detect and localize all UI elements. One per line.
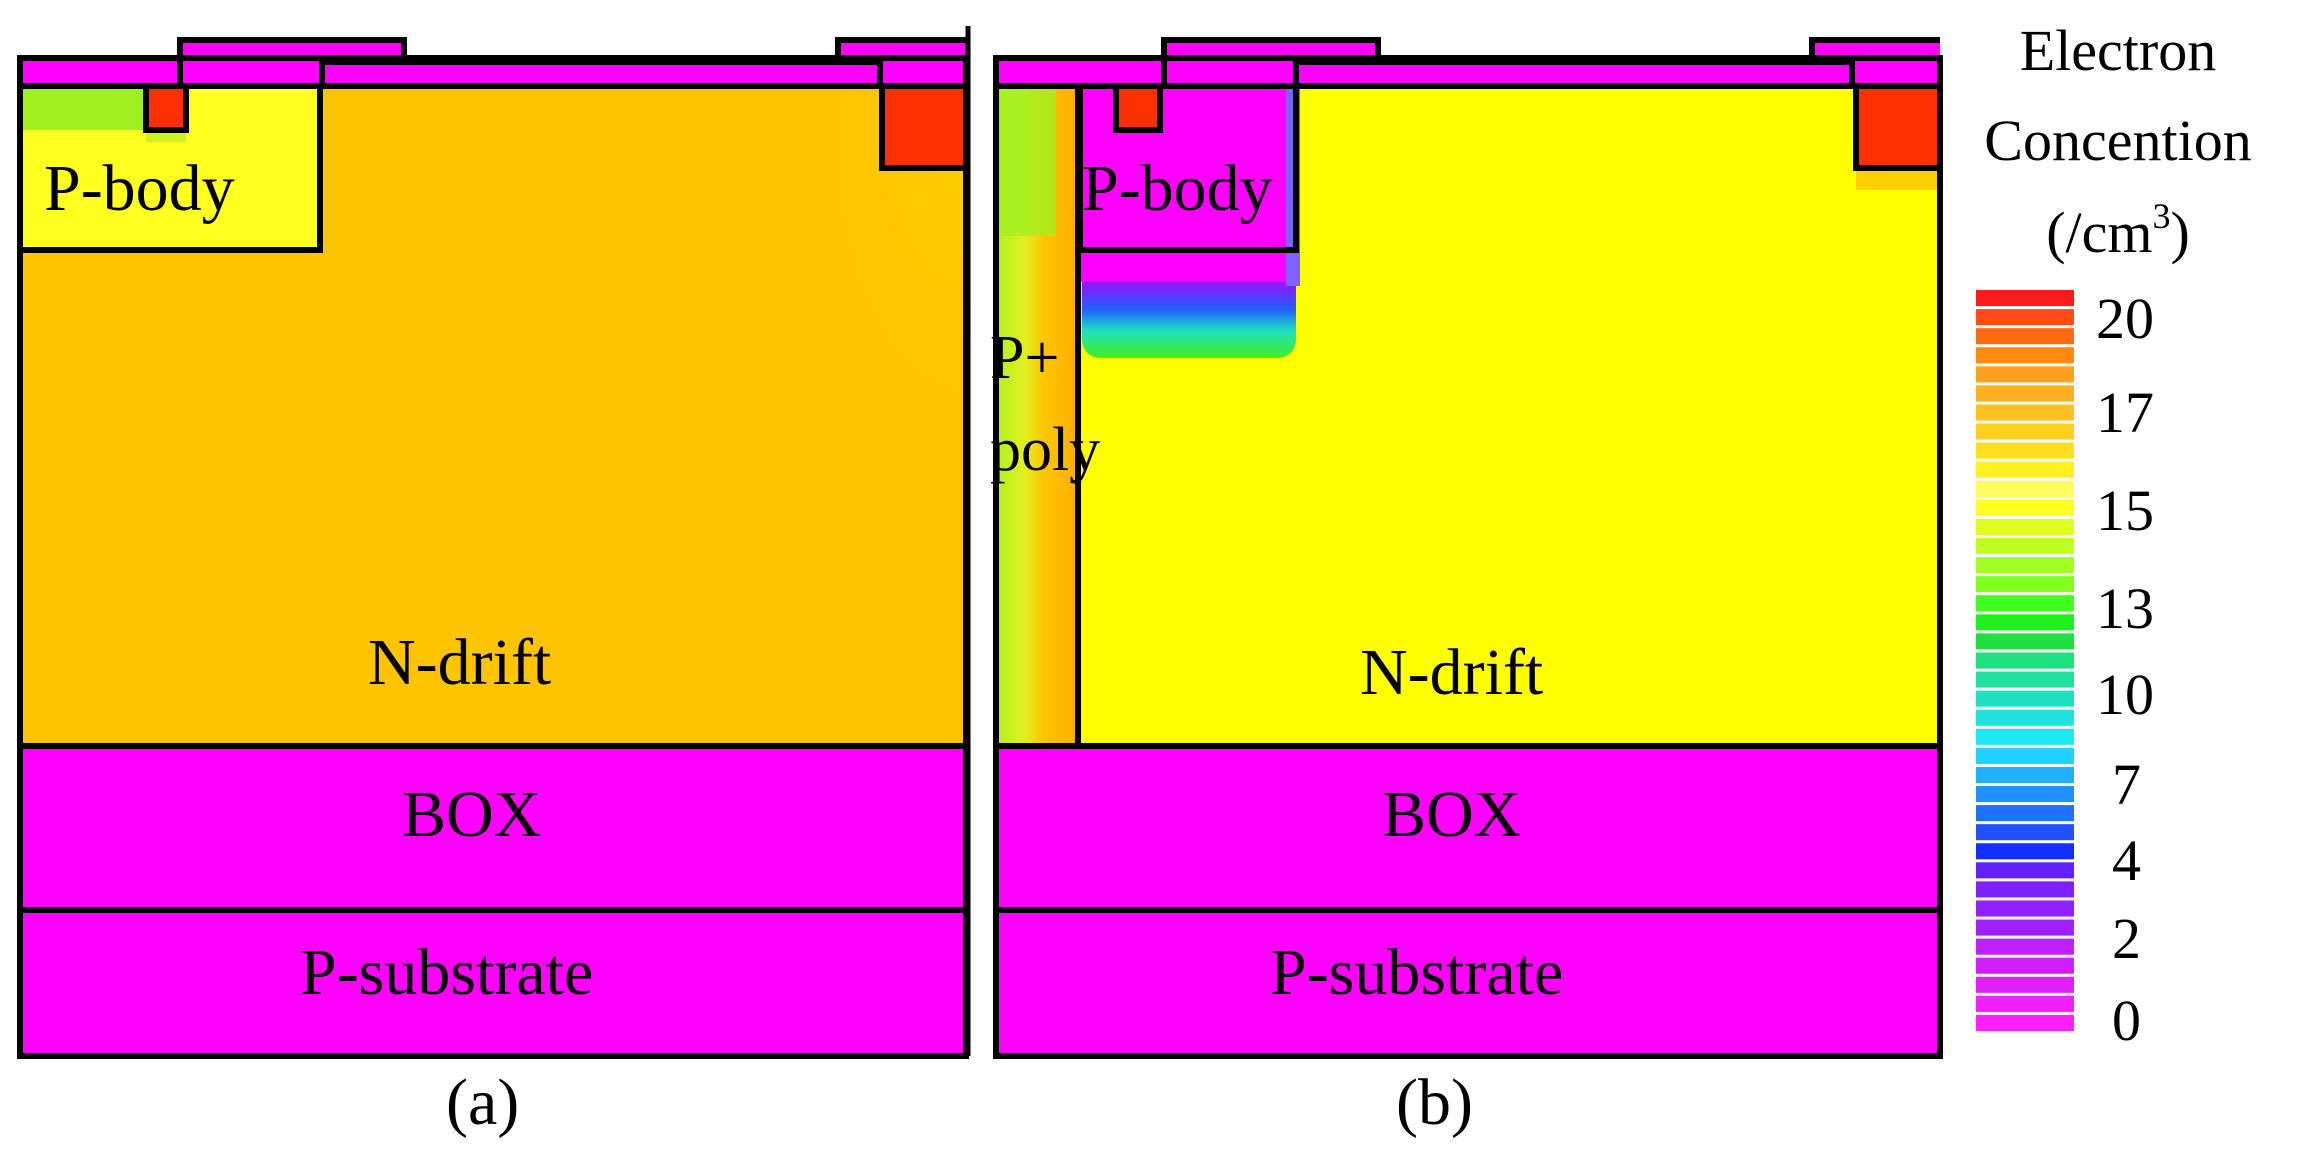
legend-color-swatch [1976, 805, 2074, 822]
legend-color-swatch [1976, 576, 2074, 593]
legend-color-swatch [1976, 366, 2074, 383]
pbody-label-a: P-body [44, 152, 235, 225]
legend-color-swatch [1976, 843, 2074, 860]
box-label-a: BOX [402, 778, 541, 851]
legend-tick-15: 15 [2096, 478, 2154, 543]
outline-frame-b [993, 55, 1943, 1059]
nplus-source-b [1116, 86, 1160, 132]
legend-color-swatch [1976, 385, 2074, 402]
outline-gate-b [1161, 58, 1855, 86]
legend-unit-prefix: (/cm [2046, 200, 2152, 265]
legend-color-swatch [1976, 538, 2074, 555]
legend-color-swatch [1976, 461, 2074, 478]
outline-nplus-b [1113, 86, 1163, 133]
legend-color-swatch [1976, 690, 2074, 707]
legend-color-swatch [1976, 404, 2074, 421]
legend-color-swatch [1976, 633, 2074, 650]
ppoly-label-line2-b: poly [990, 416, 1100, 484]
box-region-a [20, 746, 966, 910]
psub-label-b: P-substrate [1270, 936, 1563, 1009]
legend-color-swatch [1976, 328, 2074, 345]
panel-a: P-body N-drift BOX P-substrate [17, 37, 969, 1059]
legend-color-swatch [1976, 900, 2074, 917]
legend-color-swatch [1976, 747, 2074, 764]
legend-unit-exp: 3 [2152, 196, 2170, 236]
panel-b: P-body P+ poly N-drift BOX P-substrate [990, 37, 1943, 1059]
legend-tick-10: 10 [2096, 662, 2154, 727]
ppoly-top-green-b [996, 86, 1056, 236]
nplus-source-a [146, 86, 186, 132]
legend-color-swatch [1976, 480, 2074, 497]
legend-color-swatch [1976, 957, 2074, 974]
box-label-b: BOX [1382, 778, 1521, 851]
legend-color-swatch [1976, 499, 2074, 516]
legend-color-swatch [1976, 442, 2074, 459]
ndrift-label-a: N-drift [368, 626, 551, 699]
legend-color-swatch [1976, 786, 2074, 803]
legend-color-swatch [1976, 728, 2074, 745]
legend-color-swatch [1976, 518, 2074, 535]
outline-pbody-a [20, 86, 323, 253]
legend-tick-13: 13 [2096, 576, 2154, 641]
legend-tick-17: 17 [2096, 380, 2154, 445]
legend-tick-20: 20 [2096, 286, 2154, 351]
ppoly-label-line1-b: P+ [990, 324, 1059, 392]
legend-unit: (/cm3) [2046, 196, 2190, 265]
legend: Electron Concention (/cm3) 20 17 15 13 1… [1976, 18, 2252, 1053]
legend-color-swatch [1976, 995, 2074, 1012]
legend-color-swatch [1976, 347, 2074, 364]
legend-color-swatch [1976, 290, 2074, 307]
legend-color-swatch [1976, 824, 2074, 841]
legend-tick-7: 7 [2112, 752, 2141, 817]
outline-nplus-a [143, 86, 189, 133]
psub-region-b [996, 910, 1940, 1056]
caption-b: (b) [1396, 1066, 1473, 1139]
legend-color-swatch [1976, 652, 2074, 669]
legend-color-swatch [1976, 709, 2074, 726]
legend-color-swatch [1976, 671, 2074, 688]
legend-color-swatch [1976, 595, 2074, 612]
legend-color-swatch [1976, 881, 2074, 898]
psub-region-a [20, 910, 966, 1056]
outline-drain-b [1853, 86, 1940, 171]
pbody-label-b: P-body [1082, 152, 1273, 225]
nplus-drain-b [1856, 86, 1940, 168]
legend-tick-2: 2 [2112, 906, 2141, 971]
legend-color-swatch [1976, 976, 2074, 993]
legend-color-swatch [1976, 862, 2074, 879]
outline-gate-a [177, 58, 883, 86]
box-region-b [996, 746, 1940, 910]
legend-color-bar [1976, 290, 2074, 1031]
nplus-drain-a [882, 86, 966, 168]
legend-color-swatch [1976, 919, 2074, 936]
legend-title-line2: Concention [1984, 108, 2251, 173]
legend-unit-suffix: ) [2170, 200, 2189, 265]
legend-color-swatch [1976, 766, 2074, 783]
ndrift-label-b: N-drift [1360, 636, 1543, 709]
outline-drain-a [879, 86, 966, 171]
caption-a: (a) [446, 1066, 519, 1139]
legend-color-swatch [1976, 1014, 2074, 1031]
legend-title-line1: Electron [2020, 18, 2216, 83]
legend-color-swatch [1976, 309, 2074, 326]
pbody-green-a [20, 86, 146, 130]
psub-label-a: P-substrate [300, 936, 593, 1009]
legend-color-swatch [1976, 938, 2074, 955]
legend-color-swatch [1976, 614, 2074, 631]
legend-color-swatch [1976, 423, 2074, 440]
legend-tick-0: 0 [2112, 988, 2141, 1053]
legend-tick-4: 4 [2112, 828, 2141, 893]
legend-color-swatch [1976, 557, 2074, 574]
